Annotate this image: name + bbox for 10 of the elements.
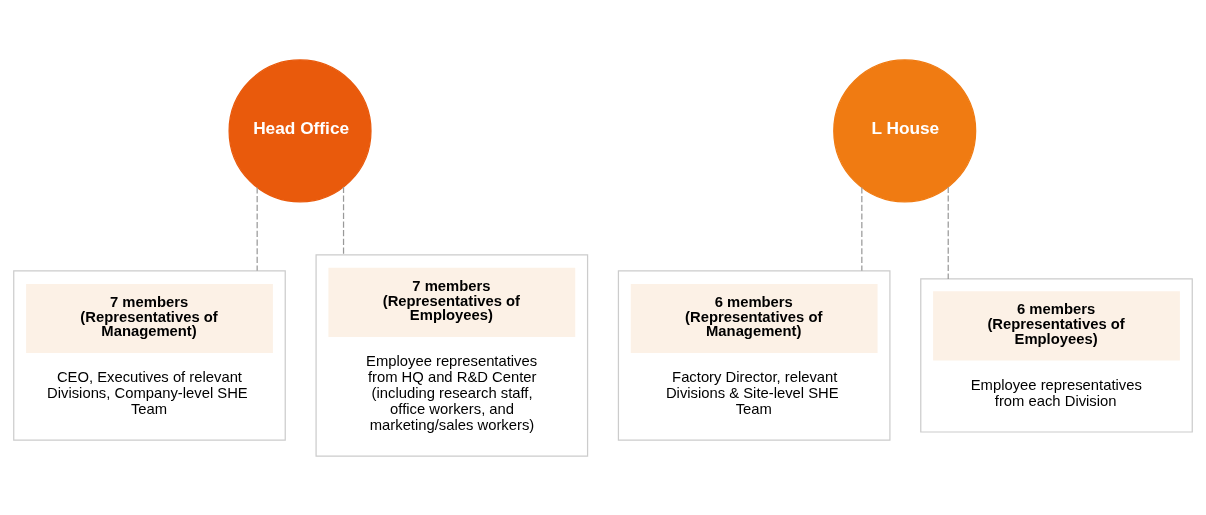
node-box: 7 members (Representatives of Employees) Employee representatives from HQ and R&D Center (including research staff, office workers, and marketing/sales workers) [315, 253, 589, 457]
node-box: 6 members (Representatives of Management) Factory Director, relevant Divisions & Site-level SHE Team [617, 269, 891, 441]
connector [861, 186, 863, 271]
node-circle: L House [833, 58, 977, 202]
node-box: 6 members (Representatives of Employees) Employee representatives from each Division [920, 277, 1193, 433]
connector [256, 186, 258, 271]
node-box: 7 members (Representatives of Management) CEO, Executives of relevant Divisions, Company-level SHE Team [13, 269, 286, 441]
connector [947, 185, 949, 280]
node-circle: Head Office [228, 58, 372, 202]
connector [342, 185, 345, 255]
